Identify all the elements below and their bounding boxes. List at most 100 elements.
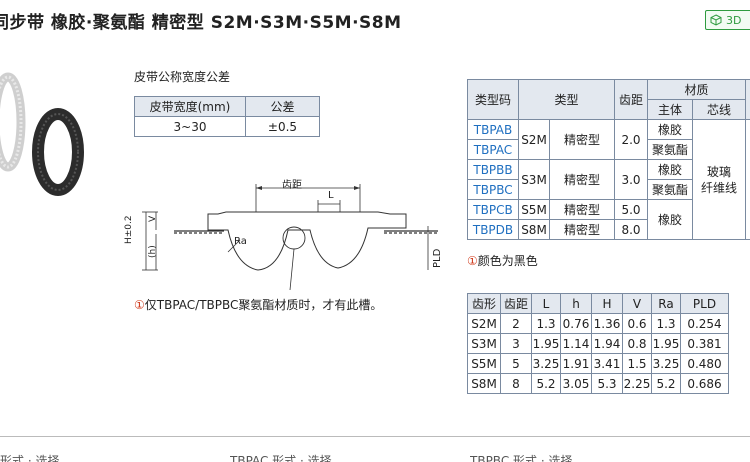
cell: 1.36 [591,313,623,334]
cell: 1.95 [531,333,561,354]
header-body: 主体 [647,99,693,120]
body-cell: 聚氨酯 [647,139,693,160]
cell: S2M [467,313,501,334]
cell: 2.25 [622,373,652,394]
cell: S5M [467,353,501,374]
3d-view-button[interactable]: 3D [705,10,750,30]
3d-label: 3D [726,13,742,27]
dim-header: L [531,293,561,314]
body-cell: 聚氨酯 [647,179,693,200]
type-code-link[interactable]: TBPBB [467,159,519,180]
type-code-link[interactable]: TBPAC [467,139,519,160]
cell: 5.2 [531,373,561,394]
cell: 0.76 [560,313,592,334]
cell: 0.480 [680,353,729,374]
cell: 3.41 [591,353,623,374]
tolerance-header-width: 皮带宽度(mm) [134,96,246,117]
header-pitch: 齿距 [614,79,648,120]
type-code-link[interactable]: TBPBC [467,179,519,200]
color-note-text: 颜色为黑色 [477,254,538,268]
header-type: 类型 [518,79,615,120]
dim-header: H [591,293,623,314]
cell: 1.3 [531,313,561,334]
type-cell: S2M [518,119,550,160]
grade-cell: 精密型 [549,199,615,220]
pitch-cell: 8.0 [614,219,648,240]
cell: 2 [500,313,532,334]
h-label: (h) [148,245,158,258]
type-cell: S5M [518,199,550,220]
body-cell: 橡胶 [647,199,693,240]
page-title: 同步带 橡胶·聚氨酯 精密型 S2M·S3M·S5M·S8M [0,13,402,33]
spec-table: 类型码 类型 齿距 材质 主体 芯线 TBPAB S2M 精密型 2.0 橡胶 … [467,79,750,240]
type-cell: S8M [518,219,550,240]
cell: 5.2 [651,373,681,394]
cell: 5 [500,353,532,374]
h-total-label: H±0.2 [124,215,134,244]
grade-cell: 精密型 [549,219,615,240]
pld-label: PLD [432,248,443,268]
dim-header: Ra [651,293,681,314]
tolerance-width-value: 3~30 [134,116,246,137]
header-core: 芯线 [692,99,746,120]
cell: 3 [500,333,532,354]
grade-cell: 精密型 [549,159,615,200]
dim-header: PLD [680,293,729,314]
pitch-label: 齿距 [282,180,302,191]
groove-note-text: 仅TBPAC/TBPBC聚氨酯材质时，才有此槽。 [144,298,383,312]
cell: 0.381 [680,333,729,354]
cell: 8 [500,373,532,394]
groove-note: ①仅TBPAC/TBPBC聚氨酯材质时，才有此槽。 [134,296,382,313]
header-material: 材质 [647,79,746,100]
dim-header: 齿形 [467,293,501,314]
core-cell: 玻璃纤维线 [692,119,746,240]
note-marker-icon: ① [134,298,145,312]
tolerance-title: 皮带公称宽度公差 [134,70,231,84]
cell: 3.05 [560,373,592,394]
cell: 1.95 [651,333,681,354]
body-cell: 橡胶 [647,159,693,180]
cell: 0.254 [680,313,729,334]
footer-partial-text: 形式 · 选择 [0,454,60,462]
cell: 1.94 [591,333,623,354]
section-divider [0,436,750,437]
belt-image [0,70,90,200]
type-code-link[interactable]: TBPDB [467,219,519,240]
cell: 1.3 [651,313,681,334]
cell: 1.5 [622,353,652,374]
type-code-link[interactable]: TBPCB [467,199,519,220]
type-cell: S3M [518,159,550,200]
tolerance-table: 皮带宽度(mm) 公差 3~30 ±0.5 [134,96,320,137]
color-note: ①颜色为黑色 [467,252,538,269]
cell: 3.25 [651,353,681,374]
note-marker-icon: ① [467,254,478,268]
cell: S3M [467,333,501,354]
footer-partial-text: TBPAC 形式 · 选择 [230,454,332,462]
pitch-cell: 2.0 [614,119,648,160]
type-code-link[interactable]: TBPAB [467,119,519,140]
pitch-cell: 3.0 [614,159,648,200]
tolerance-tol-value: ±0.5 [245,116,320,137]
cell: 0.686 [680,373,729,394]
cell: S8M [467,373,501,394]
tooth-profile-diagram [128,172,448,292]
tolerance-header-tol: 公差 [245,96,320,117]
body-cell: 橡胶 [647,119,693,140]
cell: 3.25 [531,353,561,374]
cell: 5.3 [591,373,623,394]
pitch-cell: 5.0 [614,199,648,220]
cube-icon [710,14,722,26]
cell: 1.14 [560,333,592,354]
cell: 0.8 [622,333,652,354]
header-type-code: 类型码 [467,79,519,120]
ra-label: Ra [234,236,247,247]
v-label: V [148,215,158,222]
dim-header: 齿距 [500,293,532,314]
cell: 0.6 [622,313,652,334]
dim-header: V [622,293,652,314]
footer-partial-text: TBPBC 形式 · 选择 [470,454,573,462]
